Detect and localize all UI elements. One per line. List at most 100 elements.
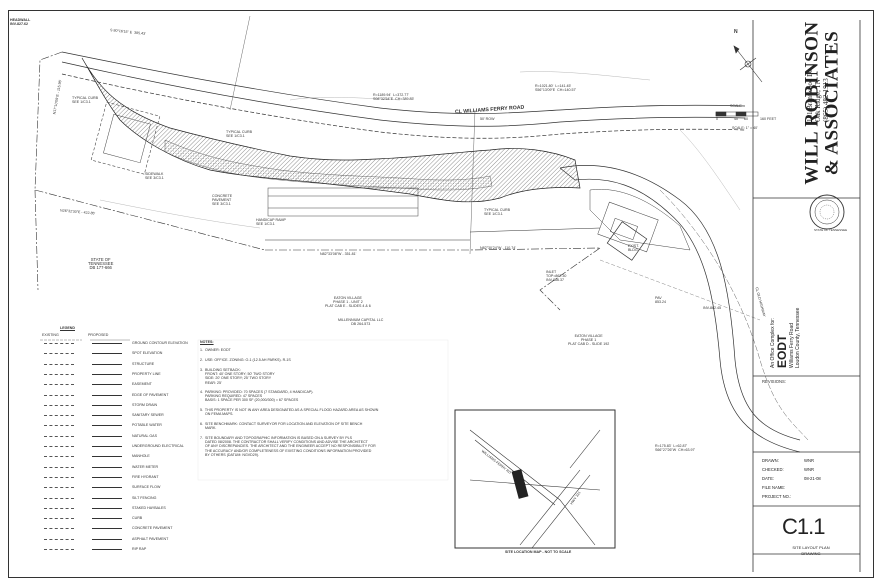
sheet-title: SITE LAYOUT PLAN (792, 545, 830, 550)
legend-item: ASPHALT PAVEMENT (132, 536, 169, 541)
scale-tick: 160 FEET (760, 117, 777, 121)
legend-item: UNDERGROUND ELECTRICAL (132, 444, 184, 448)
scale-tick: 0 (716, 117, 718, 121)
row-label: 50' ROW (480, 117, 495, 121)
legend-symbol-existing (44, 497, 74, 499)
note-item: 6. SITE BENCHMARK: CONTACT SURVEYOR FOR … (200, 422, 363, 431)
legend-symbol-existing (44, 373, 74, 375)
legend-symbol-proposed (92, 549, 122, 550)
legend-item: STORM DRAIN (132, 402, 158, 407)
typical-curb-label: TYPICAL CURB SEE 1/C3.1 (226, 130, 253, 139)
access-drive (559, 165, 801, 453)
legend-symbol-existing (44, 528, 74, 530)
checked-value: WNR (804, 467, 815, 472)
scale-tick: 40 (734, 117, 738, 121)
revisions-label: REVISIONS: (762, 379, 786, 384)
legend-title: LEGEND (60, 326, 75, 330)
legend-symbol-existing (44, 353, 74, 355)
project-no-label: PROJECT NO.: (762, 494, 792, 499)
note-item: 7. SITE BOUNDARY AND TOPOGRAPHIC INFORMA… (200, 436, 376, 457)
parking-strip (267, 187, 419, 217)
legend-existing-header: EXISTING (42, 333, 59, 337)
firm-phone: (865) 482-1913 (822, 78, 830, 122)
north-arrow (733, 45, 763, 83)
sheet-sub: DRAWING (801, 551, 821, 556)
legend-symbol-proposed (92, 363, 122, 365)
legend-item: CURB (132, 516, 143, 521)
legend-symbol-existing (44, 456, 74, 458)
legend-symbol-proposed (92, 528, 122, 530)
curve-data-label: R=1189.94' L=372.77' S08°32'54"E CH=389.… (373, 93, 415, 102)
legend-item: PROPERTY LINE (132, 371, 161, 376)
legend-symbol-proposed (92, 518, 122, 520)
seal-text: STATE OF TENNESSEE (814, 228, 848, 232)
legend-item: NATURAL GAS (132, 433, 157, 438)
legend-item: SPOT ELEVATION (132, 351, 163, 356)
owner-label: MILLENNIUM CAPITAL LLC DB 264-573 (338, 318, 384, 327)
headwall-label: HEADWALL INV-827.62 (10, 18, 31, 27)
legend-symbol-proposed (92, 497, 122, 499)
legend-item: SANITARY SEWER (132, 413, 164, 418)
pav-label: PAV 853.24 (655, 296, 666, 305)
eaton-village-label: EATON VILLAGE PHASE 1 - UNIT 2 PLAT CAB … (325, 296, 371, 309)
legend-symbol-proposed (92, 466, 122, 468)
note-item: 1. OWNER: EODT (200, 348, 231, 352)
legend-symbol-proposed (92, 446, 122, 447)
legend-symbol-existing (44, 384, 74, 386)
legend-item: CONCRETE PAVEMENT (132, 526, 173, 531)
legend-symbol-existing (44, 394, 74, 396)
date-value: 08-21-08 (804, 476, 821, 481)
project-county: Loudon County, Tennessee (795, 307, 801, 368)
drawing-sheet-border (8, 10, 874, 578)
concrete-label: CONCRETE PAVEMENT SEE 3/C3.1 (212, 194, 233, 207)
location-map-caption: SITE LOCATION MAP - NOT TO SCALE (505, 550, 572, 554)
legend-symbol-existing (44, 446, 74, 447)
eaton-village-label: EATON VILLAGE PHASE 1 PLAT CAB D - SLIDE… (568, 334, 610, 347)
scale-text: SCALE: 1" = 40' (732, 126, 758, 130)
legend-item: STRUCTURE (132, 361, 155, 366)
legend-item: STAKED HAYBALES (132, 505, 166, 510)
note-item: 2. USE: OFFICE. ZONING: O-1 (12.5 AH PAR… (200, 358, 291, 362)
legend-symbol-existing (44, 538, 74, 540)
existing-building-label: EXIST. BLDG (628, 244, 639, 253)
inlet-label: INLET TOP=867.30 INV-866.37 (546, 270, 567, 283)
legend-proposed-header: PROPOSED (88, 333, 109, 337)
legend-symbol-proposed (92, 373, 122, 375)
bearing-label: N82°33'08"W - 351.81' (320, 252, 357, 256)
legend-symbol-existing (44, 425, 74, 427)
legend-symbol-proposed (92, 353, 122, 355)
project-block: An Office Complex for: EODT Williams Fer… (770, 308, 801, 368)
legend-symbol-existing (44, 363, 74, 365)
firm-address2: Oak Ridge, TN (814, 79, 822, 122)
legend-symbol-existing (44, 415, 74, 417)
legend-item: RIP RAP (132, 547, 147, 551)
legend-symbol-existing (44, 507, 74, 509)
typical-curb-label: TYPICAL CURB SEE 1/C3.1 (484, 208, 511, 217)
legend-symbol-proposed (92, 425, 122, 427)
notes-title: NOTES: (200, 340, 214, 344)
williams-ferry-road (61, 51, 746, 139)
curve-data-label: R=175.83' L=62.87' S66°27'26"W CH=63.97' (655, 444, 696, 453)
legend-symbol-existing (44, 518, 74, 520)
note-item: 5. THIS PROPERTY IS NOT IN ANY AREA DESI… (200, 408, 379, 417)
legend-symbol-existing (44, 549, 74, 550)
legend-symbol-existing (44, 343, 74, 344)
legend-item: GROUND CONTOUR ELEVATION (132, 341, 188, 345)
file-label: FILE NAME: (762, 485, 786, 490)
legend-symbol-proposed (92, 415, 122, 417)
scale-tick: 80 (744, 117, 748, 121)
typical-curb-label: TYPICAL CURB SEE 1/C3.1 (72, 96, 99, 105)
legend-symbol-proposed (92, 476, 122, 478)
property-lines (34, 51, 601, 311)
project-name: EODT (775, 334, 789, 368)
legend-symbol-proposed (92, 487, 122, 489)
curve-data-label: R=1021.80' L=141.45' S56°13'09"E CH=140.… (535, 84, 577, 93)
location-map (454, 409, 616, 549)
checked-label: CHECKED: (762, 467, 784, 472)
legend-symbol-proposed (92, 343, 122, 344)
legend-symbol-proposed (92, 538, 122, 540)
legend-symbol-proposed (92, 456, 122, 458)
sidewalk-label: SIDEWALK SEE 3/C3.1 (145, 172, 164, 181)
drawn-value: WNR (804, 458, 815, 463)
